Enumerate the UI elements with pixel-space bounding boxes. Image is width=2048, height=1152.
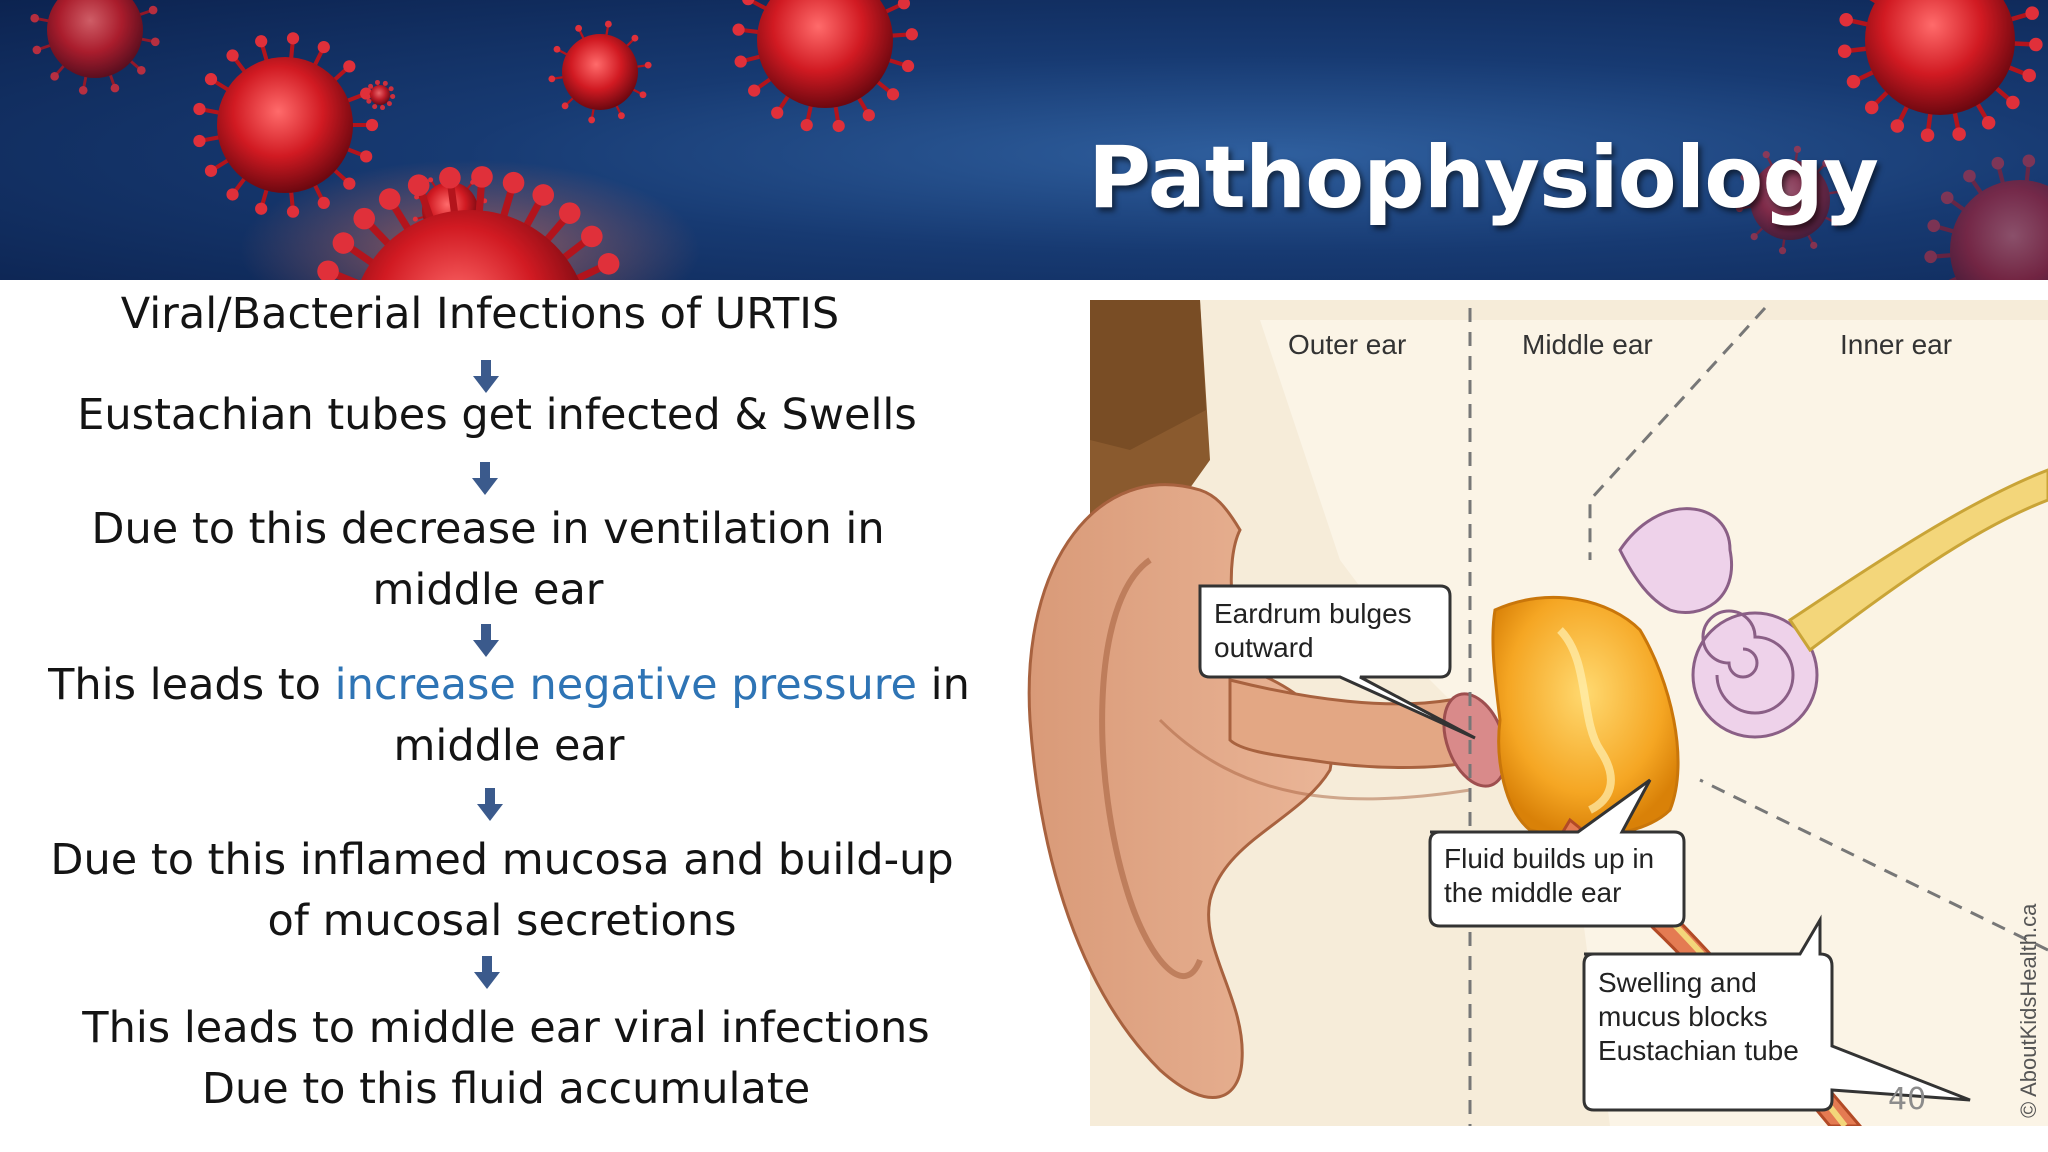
callout-fluid: Fluid builds up in the middle ear <box>1428 778 1686 928</box>
flow-step-6: This leads to middle ear viral infection… <box>30 998 990 1120</box>
flow-step-5: Due to this inflamed mucosa and build-up… <box>30 830 990 952</box>
callout-fluid-line-1: Fluid builds up in <box>1444 843 1654 874</box>
flow-step-5-line-2: of mucosal secretions <box>267 896 737 946</box>
callout-swelling-line-1: Swelling and <box>1598 967 1757 998</box>
flow-step-5-line-1: Due to this inflamed mucosa and build-up <box>50 835 954 885</box>
ossicles <box>1557 627 1615 814</box>
virus-particle-icon <box>1735 145 1845 255</box>
ear-helix-fold <box>1099 557 1203 979</box>
virus-particle-icon <box>1837 0 2043 142</box>
callout-swelling-line-3: Eustachian tube <box>1598 1035 1799 1066</box>
flow-step-6-line-2: Due to this fluid accumulate <box>201 1064 811 1114</box>
callout-fluid-line-2: the middle ear <box>1444 877 1621 908</box>
auditory-nerve <box>1787 468 2048 653</box>
flow-step-4-line-1: This leads to increase negative pressure… <box>28 655 990 716</box>
flow-step-6-line-1: This leads to middle ear viral infection… <box>82 1003 930 1053</box>
image-credit: © AboutKidsHealth.ca <box>2016 903 2041 1118</box>
region-label-outer-ear: Outer ear <box>1288 329 1406 360</box>
slide-title: Pathophysiology <box>1088 128 1879 228</box>
down-arrow-icon <box>473 624 499 657</box>
flow-step-4: This leads to increase negative pressure… <box>30 655 990 777</box>
canal-fold <box>1158 718 1471 801</box>
callout-swelling: Swelling and mucus blocks Eustachian tub… <box>1582 914 1971 1112</box>
flow-step-4-line-2: middle ear <box>393 721 625 771</box>
down-arrow-icon <box>474 956 500 989</box>
flow-step-1: Viral/Bacterial Infections of URTIS <box>30 284 990 345</box>
virus-particle-icon <box>1924 154 2048 280</box>
down-arrow-icon <box>477 788 503 821</box>
inner-ear-cochlea <box>1618 507 1819 739</box>
flow-step-1-line-1: Viral/Bacterial Infections of URTIS <box>120 289 840 339</box>
page-number: 40 <box>1888 1082 1927 1117</box>
virus-particle-icon <box>193 32 379 218</box>
region-label-middle-ear: Middle ear <box>1522 329 1653 360</box>
divider-lower <box>1699 778 2048 952</box>
flow-step-3: Due to this decrease in ventilation in m… <box>30 499 990 621</box>
hair-shadow <box>1090 300 1206 450</box>
flow-step-2: Eustachian tubes get infected & Swells <box>30 385 990 446</box>
region-label-inner-ear: Inner ear <box>1840 329 1952 360</box>
flow-step-3-line-2: middle ear <box>372 565 604 615</box>
flow-step-4-text-before: This leads to <box>48 660 335 710</box>
virus-particle-icon <box>30 0 160 95</box>
virus-particle-icon <box>732 0 918 133</box>
flow-step-3-line-1: Due to this decrease in ventilation in <box>91 504 885 554</box>
ear-anatomy-diagram: Outer ear Middle ear Inner ear Eardrum b… <box>1027 300 2048 1126</box>
title-banner: Pathophysiology <box>0 0 2048 280</box>
callout-eardrum-line-2: outward <box>1214 632 1314 663</box>
virus-particle-icon <box>548 20 652 124</box>
virus-particle-icon <box>317 166 620 280</box>
down-arrow-icon <box>472 462 498 495</box>
callout-swelling-line-2: mucus blocks <box>1598 1001 1768 1032</box>
virus-particle-icon <box>364 79 396 111</box>
divider-middle-inner <box>1588 306 1767 560</box>
callout-eardrum-line-1: Eardrum bulges <box>1214 598 1412 629</box>
flow-step-2-line-1: Eustachian tubes get infected & Swells <box>77 390 917 440</box>
flow-step-4-highlight: increase negative pressure <box>334 660 917 710</box>
down-arrow-icon <box>473 360 499 393</box>
virus-background-illustration <box>30 0 2048 280</box>
flow-step-4-text-after: in <box>917 660 970 710</box>
callout-eardrum: Eardrum bulges outward <box>1198 584 1476 740</box>
